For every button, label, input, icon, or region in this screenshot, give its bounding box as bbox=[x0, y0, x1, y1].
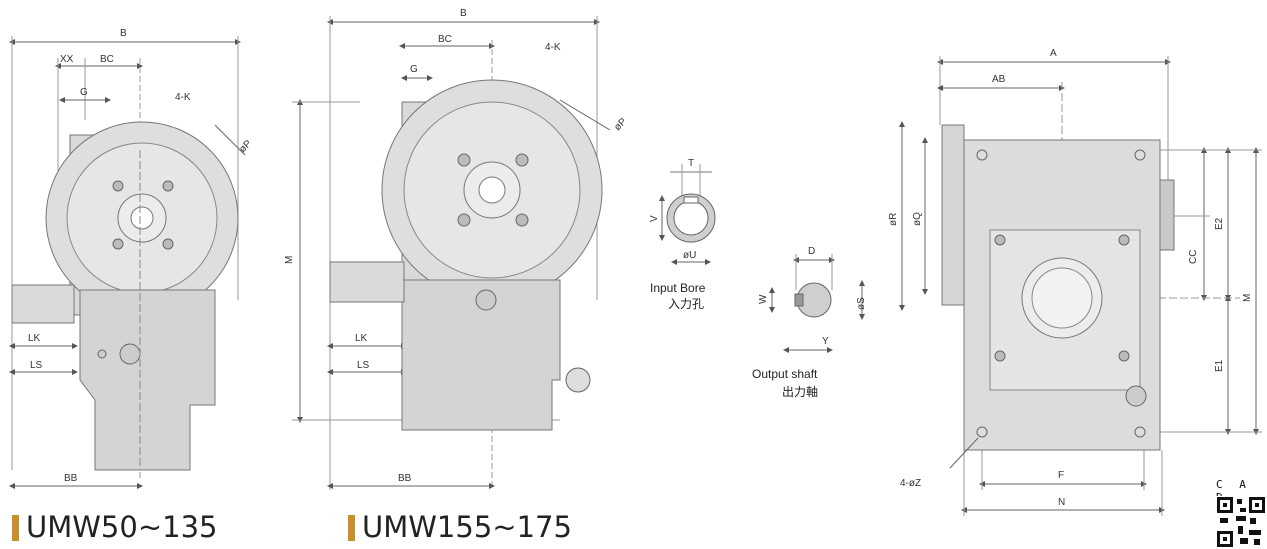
output-shaft-labels: D W øS Y Output shaft 出力軸 bbox=[752, 246, 867, 399]
dim-z: 4-øZ bbox=[900, 478, 921, 489]
dim-v: V bbox=[649, 215, 660, 222]
model-title-left-text: UMW50~135 bbox=[26, 510, 218, 544]
dim-op2: øP bbox=[612, 116, 629, 133]
input-bore-caption: Input Bore bbox=[650, 281, 706, 295]
dim-b2: B bbox=[460, 8, 467, 19]
dim-m3: M bbox=[1242, 294, 1253, 302]
dim-ab: AB bbox=[992, 74, 1006, 85]
dim-bc: BC bbox=[100, 54, 114, 65]
dim-cc: CC bbox=[1188, 250, 1199, 264]
dim-4k2: 4-K bbox=[545, 42, 561, 53]
output-shaft-detail bbox=[769, 254, 865, 353]
dim-f: F bbox=[1058, 470, 1064, 481]
dim-s: øS bbox=[856, 297, 867, 310]
dim-bb2: BB bbox=[398, 473, 412, 484]
dim-or: øR bbox=[888, 213, 899, 226]
dim-ls: LS bbox=[30, 360, 43, 371]
drawing-umw155-175 bbox=[292, 16, 611, 490]
dim-n: N bbox=[1058, 497, 1065, 508]
dim-g2: G bbox=[410, 64, 418, 75]
dim-e1: E1 bbox=[1214, 359, 1225, 372]
dim-4k: 4-K bbox=[175, 92, 191, 103]
dim-y: Y bbox=[822, 336, 829, 347]
input-bore-caption-cn: 入力孔 bbox=[668, 297, 704, 311]
input-bore-detail bbox=[659, 164, 716, 265]
dim-t: T bbox=[688, 158, 694, 169]
dim-e2: E2 bbox=[1214, 217, 1225, 230]
model-title-left: UMW50~135 bbox=[12, 513, 217, 542]
drawing-umw50-135 bbox=[9, 36, 246, 489]
drawing-3-labels: A AB øR øQ E2 CC M E1 F N 4-øZ bbox=[888, 48, 1253, 508]
dim-bc2: BC bbox=[438, 34, 452, 45]
qr-code-icon[interactable] bbox=[1216, 496, 1266, 548]
dim-g: G bbox=[80, 87, 88, 98]
drawing-2-labels: B BC G 4-K øP M LK LS BB bbox=[284, 8, 629, 484]
output-shaft-caption-cn: 出力軸 bbox=[782, 385, 818, 399]
input-bore-labels: T V øU Input Bore 入力孔 bbox=[649, 158, 706, 311]
dim-lk: LK bbox=[28, 333, 41, 344]
dim-a: A bbox=[1050, 48, 1057, 59]
drawing-front-view bbox=[899, 56, 1262, 516]
model-title-right-text: UMW155~175 bbox=[362, 510, 572, 544]
dim-oq: øQ bbox=[912, 212, 923, 226]
dim-op: øP bbox=[237, 138, 254, 155]
dim-lk2: LK bbox=[355, 333, 368, 344]
accent-bar bbox=[12, 514, 19, 541]
dim-ls2: LS bbox=[357, 360, 370, 371]
output-shaft-caption: Output shaft bbox=[752, 367, 818, 381]
dim-w: W bbox=[758, 294, 769, 304]
dim-b: B bbox=[120, 28, 127, 39]
dim-u: øU bbox=[683, 250, 696, 261]
dim-bb: BB bbox=[64, 473, 78, 484]
model-title-right: UMW155~175 bbox=[348, 513, 572, 542]
dim-d: D bbox=[808, 246, 815, 257]
dim-xx: XX bbox=[60, 54, 74, 65]
accent-bar bbox=[348, 514, 355, 541]
dim-m2: M bbox=[284, 256, 295, 264]
